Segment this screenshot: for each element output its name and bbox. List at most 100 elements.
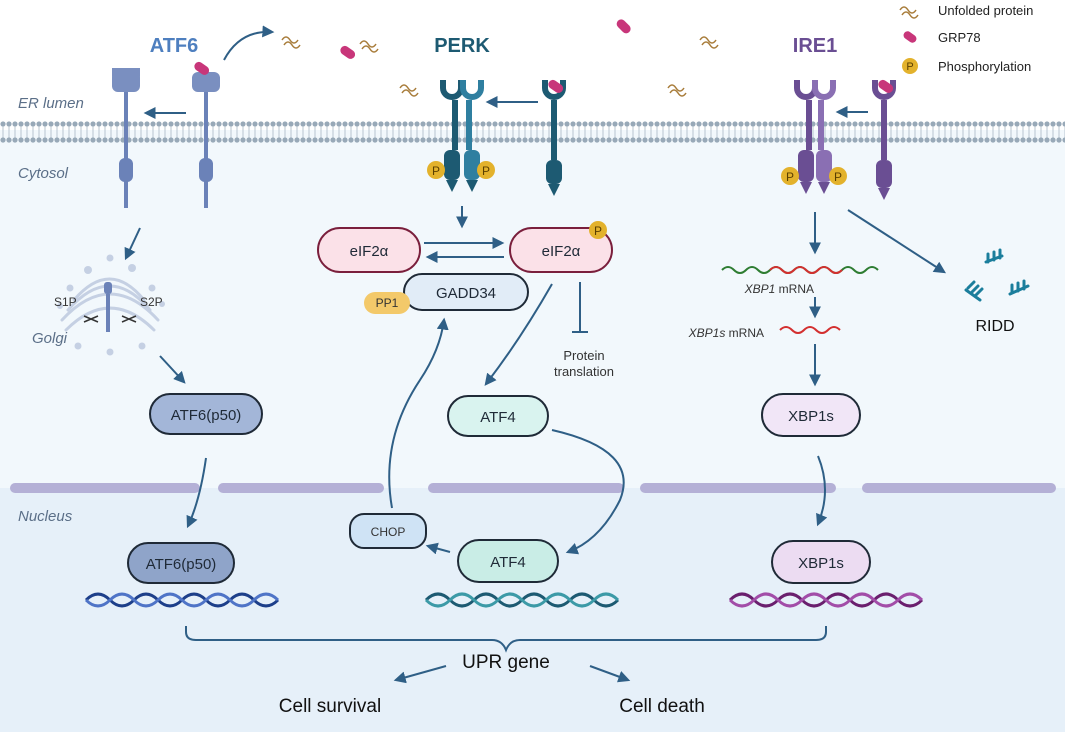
svg-text:P: P — [482, 164, 490, 178]
dna-helix-atf6 — [84, 592, 280, 608]
arrow-to-chop — [425, 542, 451, 555]
eif2a-p-label: eIF2α — [542, 243, 581, 260]
atf6p50-nucleus-label: ATF6(p50) — [146, 556, 217, 573]
unfolded-protein-icon — [699, 36, 719, 49]
legend-grp78-label: GRP78 — [938, 30, 981, 45]
pp1-label: PP1 — [376, 296, 399, 310]
chop-box — [349, 513, 427, 549]
pp1-box — [364, 292, 410, 314]
xbp1-intron — [769, 266, 843, 274]
svg-text:P: P — [432, 164, 440, 178]
xbp1s-cytosol-box — [761, 393, 861, 437]
protein-translation-label-1: Protein — [563, 348, 604, 363]
s1p-label: S1P — [54, 295, 77, 309]
arrow-to-golgi — [124, 227, 141, 261]
legend-phos-label: Phosphorylation — [938, 59, 1031, 74]
atf6-sensor-cleaved — [112, 68, 140, 208]
phosphate-mark-eif2a-symbol: P — [594, 224, 602, 238]
xbp1s-nucleus-label: XBP1s — [798, 555, 844, 572]
legend-p-symbol: P — [906, 61, 913, 73]
svg-text:P: P — [786, 170, 794, 184]
legend-unfolded-label: Unfolded protein — [938, 3, 1033, 18]
upr-brace — [185, 626, 827, 653]
cell-survival-label: Cell survival — [279, 696, 381, 717]
atf6p50-cytosol-label: ATF6(p50) — [171, 407, 242, 424]
arrow-atf6-to-nucleus — [186, 457, 207, 529]
ire1-monomer-bound — [872, 79, 896, 200]
ridd-label: RIDD — [975, 318, 1014, 335]
dna-helix-atf4 — [424, 592, 620, 608]
atf4-cytosol-label: ATF4 — [480, 409, 516, 426]
er-lumen-label: ER lumen — [18, 95, 84, 112]
dna-helix-xbp1s — [728, 592, 924, 608]
nuclear-envelope — [10, 483, 1056, 493]
perk-monomer-bound — [542, 79, 566, 196]
unfolded-protein-icon — [359, 40, 379, 53]
atf4-nucleus-label: ATF4 — [490, 554, 526, 571]
scissors-icon — [121, 315, 137, 323]
arrow-xbp1s-to-nucleus — [816, 455, 828, 527]
upr-gene-label: UPR gene — [462, 652, 550, 673]
s2p-label: S2P — [140, 295, 163, 309]
golgi-apparatus — [57, 254, 165, 356]
atf6-title: ATF6 — [150, 35, 199, 57]
eif2a-p-box — [509, 227, 613, 273]
ridd-fragments-icon — [964, 248, 1030, 302]
atf6p50-nucleus-box — [127, 542, 235, 584]
phosphate-marks-ire1: P P — [781, 167, 847, 185]
nucleus-label: Nucleus — [18, 508, 73, 525]
cytosol-label: Cytosol — [18, 165, 69, 182]
phosphorylation-icon — [902, 58, 918, 74]
lumen-particles — [281, 19, 719, 97]
arrow-to-ridd — [847, 209, 947, 274]
ire1-dimer — [794, 80, 836, 194]
perk-dimer — [440, 80, 484, 192]
gadd34-box — [403, 273, 529, 311]
atf6p50-cytosol-box — [149, 393, 263, 435]
release-arrow — [223, 25, 275, 61]
grp78-icon — [616, 19, 631, 34]
arrow-atf4-to-nucleus — [551, 429, 625, 555]
ire1-title: IRE1 — [793, 35, 837, 57]
unfolded-protein-icon — [667, 84, 687, 97]
arrow-to-survival — [393, 665, 447, 684]
unfolded-protein-icon — [899, 6, 919, 19]
xbp1s-nucleus-box — [771, 540, 871, 584]
xbp1-mrna-label: XBP1 mRNA — [744, 282, 814, 296]
atf4-nucleus-box — [457, 539, 559, 583]
eif2a-label: eIF2α — [350, 243, 389, 260]
unfolded-protein-icon — [399, 84, 419, 97]
gadd34-label: GADD34 — [436, 285, 496, 302]
atf6-sensor-bound — [192, 61, 220, 208]
grp78-icon — [194, 61, 210, 75]
protein-translation-label-2: translation — [554, 364, 614, 379]
grp78-icon — [548, 79, 564, 93]
atf4-cytosol-box — [447, 395, 549, 437]
er-membrane — [0, 119, 1065, 143]
phosphate-marks-perk: P P — [427, 161, 495, 179]
xbp1s-mrna-strand — [779, 326, 841, 334]
scissors-icon — [83, 315, 99, 323]
xbp1s-mrna-label: XBP1s mRNA — [688, 326, 764, 340]
unfolded-protein-icon — [281, 36, 301, 49]
arrow-to-atf4 — [484, 283, 553, 386]
golgi-label: Golgi — [32, 330, 68, 347]
svg-text:P: P — [834, 170, 842, 184]
legend: Unfolded protein GRP78 P Phosphorylation — [899, 3, 1033, 74]
er-lumen-bg — [0, 0, 1065, 120]
cell-death-label: Cell death — [619, 696, 705, 717]
grp78-icon — [903, 31, 917, 43]
grp78-icon — [878, 79, 894, 93]
arrow-to-death — [589, 665, 631, 683]
nucleus-bg — [0, 488, 1065, 732]
phosphate-mark-eif2a — [589, 221, 607, 239]
perk-title: PERK — [434, 35, 490, 57]
chop-label: CHOP — [371, 525, 406, 539]
grp78-icon — [340, 45, 356, 59]
xbp1s-cytosol-label: XBP1s — [788, 408, 834, 425]
arrow-chop-to-gadd34 — [388, 317, 449, 509]
arrow-to-atf6p50 — [159, 355, 186, 384]
eif2a-box — [317, 227, 421, 273]
